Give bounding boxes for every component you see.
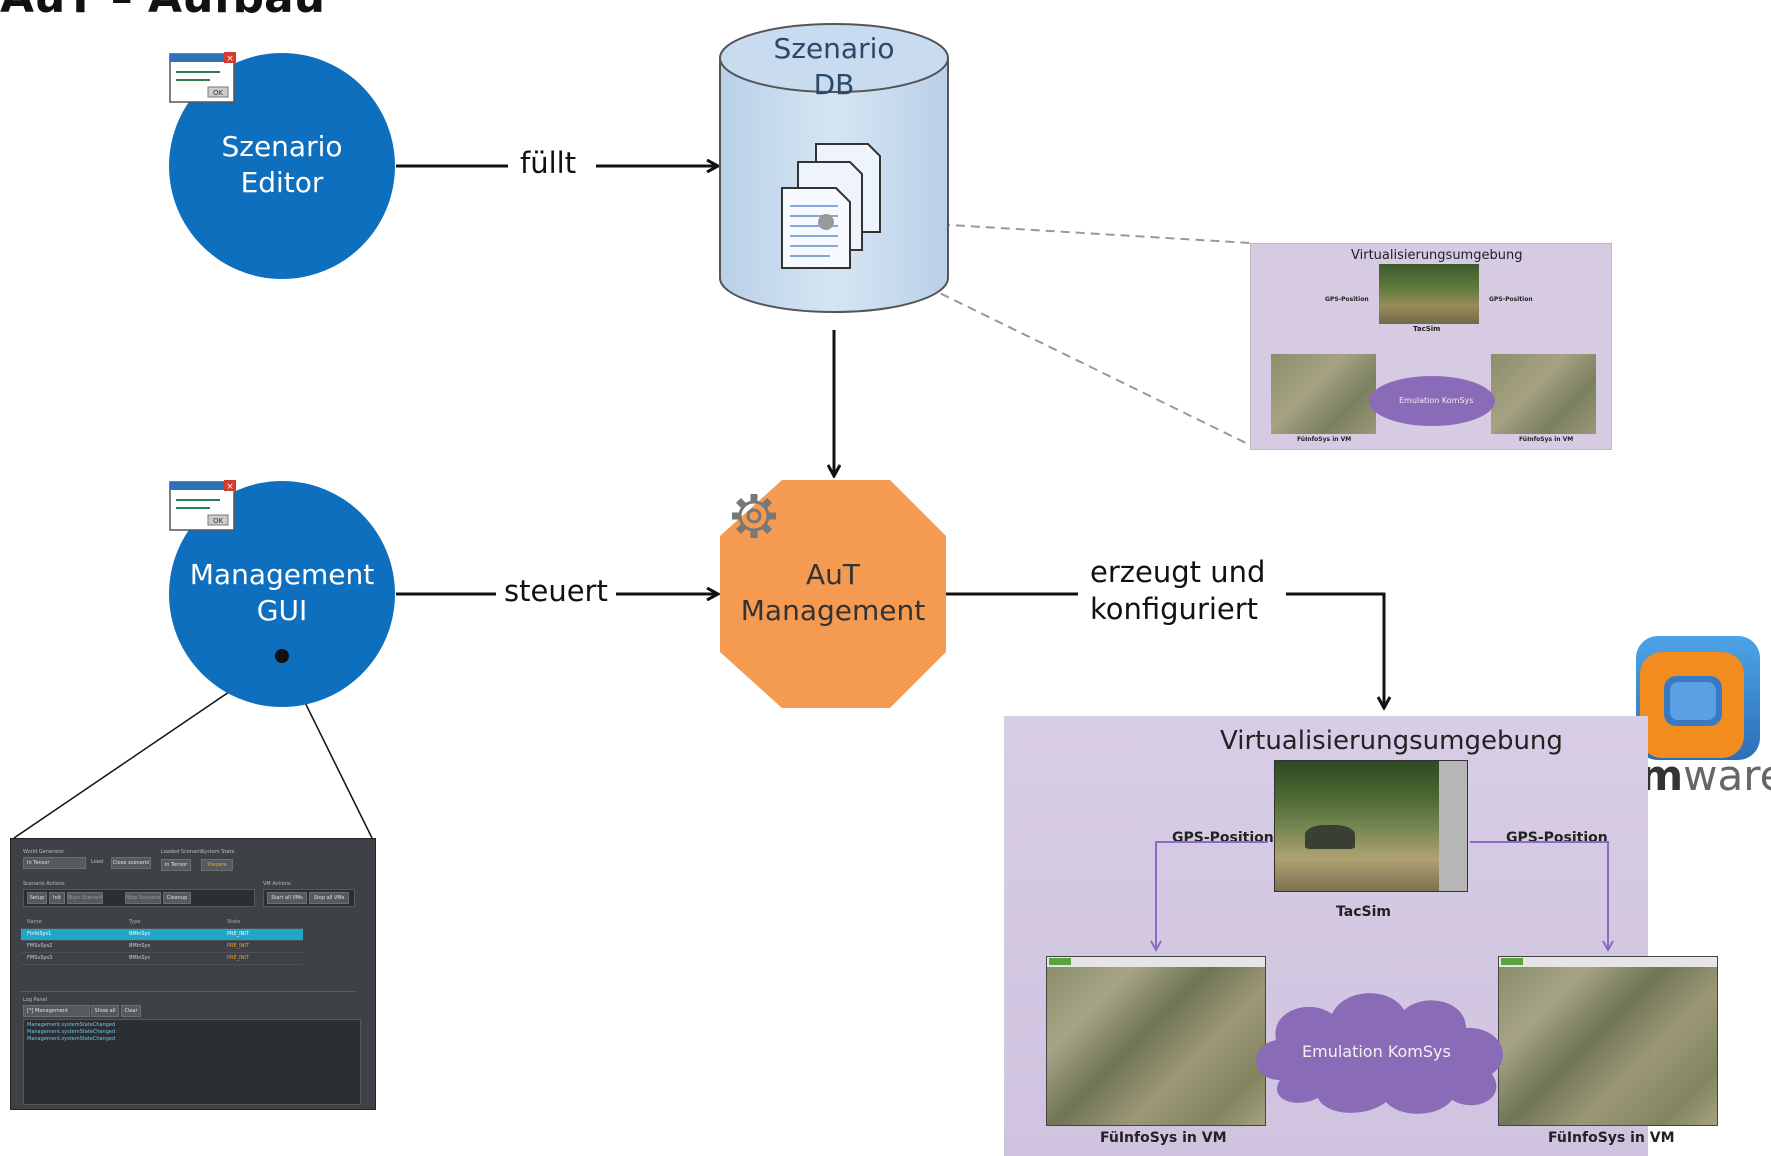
show-all-button[interactable]: Show all [91, 1005, 119, 1017]
cloud-label: Emulation KomSys [1302, 1042, 1451, 1061]
edge-label-fuellt: füllt [520, 146, 577, 180]
thumbnail-map-right [1491, 354, 1596, 434]
virtualisierung-panel: Virtualisierungsumgebung TacSim GPS-Posi… [1004, 716, 1718, 1156]
gps-connectors [1004, 841, 1648, 966]
world-label: World Generator [23, 849, 65, 855]
aut-management-node [720, 480, 946, 708]
emulation-cloud [1256, 993, 1504, 1114]
thumbnail-cloud [1369, 376, 1495, 426]
init-button[interactable]: Init [49, 892, 65, 904]
table-row[interactable]: FInfoSys1 BMInSys PRE_INIT [21, 929, 303, 941]
log-area [23, 1019, 361, 1105]
setup-button[interactable]: Setup [27, 892, 47, 904]
tacsim-image [1379, 264, 1479, 324]
t-gui-line: GUI [257, 594, 307, 627]
gear-icon [732, 494, 776, 538]
t-aut-line: Management [741, 594, 925, 627]
world-select[interactable]: In Tensor [23, 857, 86, 869]
row-state: PRE_INIT [227, 943, 249, 949]
log-line: Management.systemStateChanged [27, 1029, 116, 1035]
vmware-logo: vmware [1612, 636, 1771, 800]
thumbnail-vm-right: FüInfoSys in VM [1519, 436, 1574, 443]
t-editor-line: Editor [241, 166, 324, 199]
thumbnail-title: Virtualisierungsumgebung [1351, 248, 1523, 263]
log-line: Management.systemStateChanged [27, 1036, 116, 1042]
row-name: FMSvSys3 [27, 955, 53, 961]
svg-text:OK: OK [213, 89, 224, 97]
svg-text:OK: OK [213, 517, 224, 525]
state-label: System State [201, 849, 235, 855]
thumbnail-gps-left: GPS-Position [1325, 296, 1369, 303]
row-name: FInfoSys1 [27, 931, 52, 937]
documents-icon [781, 143, 881, 269]
row-name: FMSvSys2 [27, 943, 53, 949]
edge-label-erzeugt: erzeugt und konfiguriert [1090, 554, 1266, 628]
edge-label-steuert: steuert [504, 574, 608, 608]
map-screen-right [1498, 956, 1718, 1126]
row-state: PRE_INIT [227, 955, 249, 961]
state-value: Prepare [201, 859, 233, 871]
log-select[interactable]: [*] Management [23, 1005, 90, 1017]
loaded-label: Loaded Scenario [161, 849, 203, 855]
row-state: PRE_INIT [227, 931, 249, 937]
log-label: Log Panel [23, 997, 48, 1003]
management-gui-node [169, 481, 395, 707]
szenario-editor-node [169, 53, 395, 279]
window-icon: × OK [169, 52, 236, 103]
log-line: Management.systemStateChanged [27, 1022, 116, 1028]
svg-text:×: × [226, 54, 234, 64]
vm-label-left: FüInfoSys in VM [1100, 1130, 1227, 1146]
column-name: Name [27, 919, 42, 925]
window-icon: × OK [169, 480, 236, 531]
thumbnail-cloud-label: Emulation KomSys [1399, 396, 1474, 405]
thumbnail-tacsim-label: TacSim [1413, 325, 1441, 333]
close-scenario-button[interactable]: Close scenario [111, 857, 151, 869]
svg-text:×: × [226, 482, 234, 492]
stop-all-vms-button[interactable]: Stop all VMs [309, 892, 349, 904]
t-db-line: Szenario [773, 32, 894, 65]
edge-erzeugt [946, 592, 1384, 708]
loaded-value: In Tensor [161, 859, 191, 871]
table-row[interactable]: FMSvSys2 BMInSys PRE_INIT [21, 941, 303, 953]
start-scenario-button[interactable]: Start Scenario [67, 892, 103, 904]
column-state: State [227, 919, 241, 925]
load-button[interactable]: Load [91, 859, 103, 865]
t-aut-line: AuT [806, 558, 861, 591]
zoom-line-bottom [859, 253, 1251, 446]
virtualisierung-thumbnail: Virtualisierungsumgebung TacSim GPS-Posi… [1250, 243, 1612, 450]
row-type: BMInSys [129, 943, 151, 949]
t-db-line: DB [814, 68, 855, 101]
page-title: AuT – Aufbau [0, 0, 325, 23]
virtualisierung-title: Virtualisierungsumgebung [1220, 726, 1563, 756]
table-row[interactable]: FMSvSys3 BMInSys PRE_INIT [21, 953, 303, 965]
vm-actions-label: VM Actions [263, 881, 291, 887]
zoom-anchor-dot [275, 649, 289, 663]
t-gui-line: Management [190, 558, 374, 591]
start-all-vms-button[interactable]: Start all VMs [267, 892, 307, 904]
t-editor-line: Szenario [221, 130, 342, 163]
stop-scenario-button[interactable]: Stop Scenario [125, 892, 161, 904]
thumbnail-vm-left: FüInfoSys in VM [1297, 436, 1352, 443]
management-gui-screenshot: World Generator In Tensor Load Close sce… [10, 838, 376, 1110]
actions-label: Scenario Actions [23, 881, 65, 887]
table-header: Name Type State [21, 917, 303, 929]
map-screen-left [1046, 956, 1266, 1126]
row-type: BMInSys [129, 931, 151, 937]
tacsim-label: TacSim [1336, 904, 1391, 920]
thumbnail-map-left [1271, 354, 1376, 434]
vm-label-right: FüInfoSys in VM [1548, 1130, 1675, 1146]
thumbnail-gps-right: GPS-Position [1489, 296, 1533, 303]
cleanup-button[interactable]: Cleanup [163, 892, 191, 904]
tacsim-screenshot [1274, 760, 1468, 892]
clear-button[interactable]: Clear [121, 1005, 141, 1017]
column-type: Type [129, 919, 141, 925]
row-type: BMInSys [129, 955, 151, 961]
